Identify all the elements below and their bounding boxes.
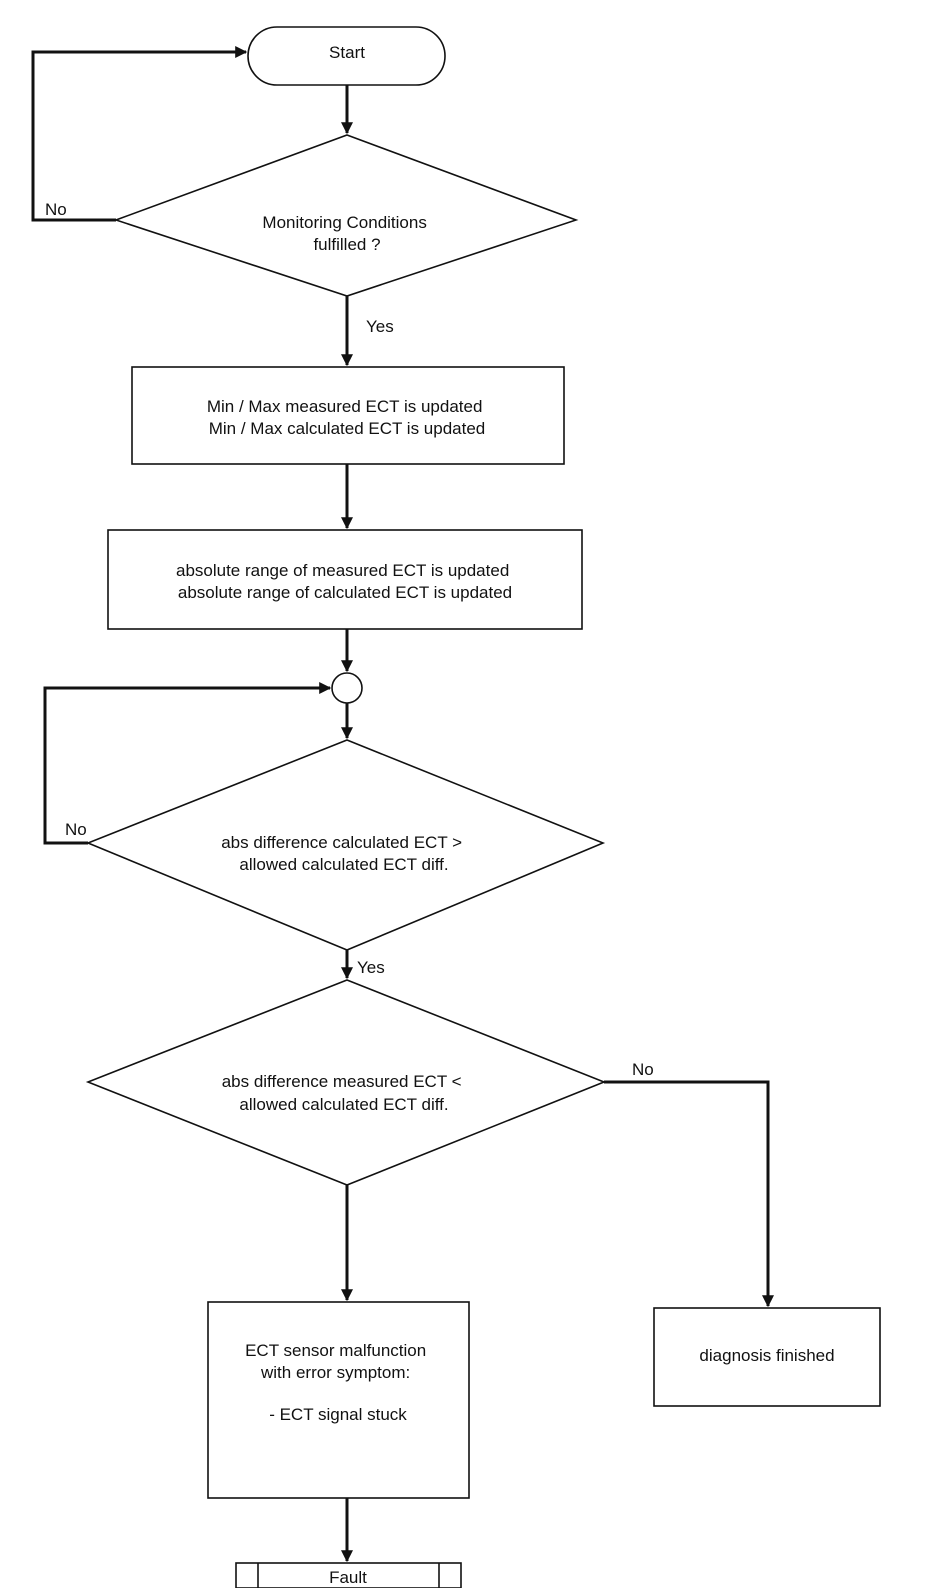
meas-decision-text: abs difference measured ECT < allowed ca… [222, 1072, 467, 1114]
yes-label-monitoring: Yes [366, 317, 394, 336]
calc-decision-text: abs difference calculated ECT > allowed … [221, 833, 467, 874]
start-label: Start [329, 43, 365, 62]
yes-label-calc: Yes [357, 958, 385, 977]
diagnosis-finished-text: diagnosis finished [699, 1346, 834, 1365]
arrow-meas-no-to-finished [604, 1080, 774, 1308]
fault-processing-text: Fault [329, 1568, 367, 1587]
range-box-text: absolute range of measured ECT is update… [176, 561, 514, 602]
minmax-update-box [131, 366, 565, 465]
malfunction-box [207, 1301, 470, 1499]
no-label-meas: No [632, 1060, 654, 1079]
junction-connector [331, 672, 363, 704]
arrow-calc-no-loop [43, 682, 332, 845]
range-update-box [107, 529, 583, 630]
monitoring-decision-text: Monitoring Conditions fulfilled ? [262, 213, 431, 254]
malfunction-box-text: ECT sensor malfunction with error sympto… [245, 1341, 431, 1424]
diagnosis-finished-box [653, 1307, 881, 1407]
arrow-monitoring-no-loop [31, 46, 248, 222]
no-label-monitoring: No [45, 200, 67, 219]
fault-processing-box [235, 1562, 462, 1588]
minmax-box-text: Min / Max measured ECT is updated Min / … [207, 397, 487, 438]
no-label-calc: No [65, 820, 87, 839]
